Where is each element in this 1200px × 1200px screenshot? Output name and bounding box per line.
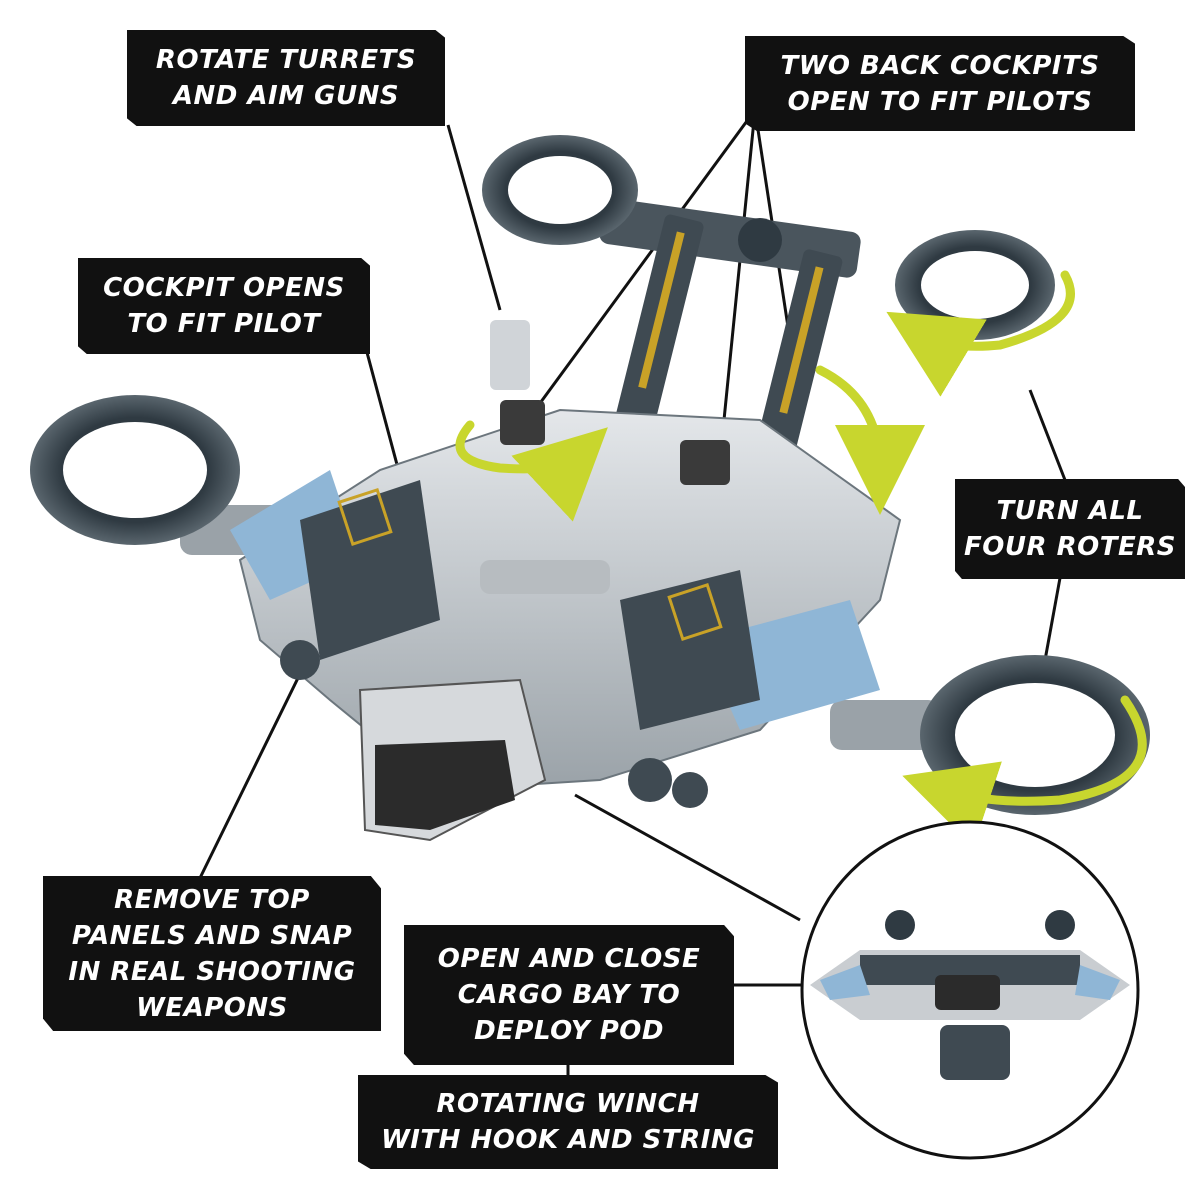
callout-line: TWO BACK COCKPITS xyxy=(780,50,1100,81)
callout-cargo-bay: OPEN AND CLOSE CARGO BAY TO DEPLOY POD xyxy=(404,925,734,1065)
back-rotor-assembly xyxy=(599,198,861,451)
ship-hull xyxy=(230,320,902,842)
callout-line: COCKPIT OPENS xyxy=(103,273,345,303)
callout-line: TURN ALL xyxy=(996,496,1144,526)
callout-line: PANELS AND SNAP xyxy=(71,920,353,951)
callout-line: IN REAL SHOOTING xyxy=(68,956,356,987)
callout-line: WEAPONS xyxy=(136,992,288,1023)
callout-line: AND AIM GUNS xyxy=(172,81,400,111)
callout-line: ROTATE TURRETS xyxy=(155,45,417,75)
rotor-back-left xyxy=(482,135,638,245)
callout-rotate-turrets: ROTATE TURRETS AND AIM GUNS xyxy=(127,30,445,126)
callout-winch: ROTATING WINCH WITH HOOK AND STRING xyxy=(358,1075,778,1169)
callout-cockpit-opens: COCKPIT OPENS TO FIT PILOT xyxy=(78,258,370,354)
callout-line: ROTATING WINCH xyxy=(436,1089,700,1119)
callout-line: DEPLOY POD xyxy=(474,1016,664,1046)
callout-line: REMOVE TOP xyxy=(114,884,310,915)
callout-line: TO FIT PILOT xyxy=(127,309,321,339)
callout-line: FOUR ROTERS xyxy=(964,532,1176,562)
callout-line: OPEN AND CLOSE xyxy=(437,944,701,974)
rotor-back-right xyxy=(895,230,1055,340)
callout-back-cockpits: TWO BACK COCKPITS OPEN TO FIT PILOTS xyxy=(745,36,1135,131)
callout-line: OPEN TO FIT PILOTS xyxy=(787,86,1093,117)
callout-line: CARGO BAY TO xyxy=(457,980,681,1010)
callout-top-panels: REMOVE TOP PANELS AND SNAP IN REAL SHOOT… xyxy=(43,876,381,1031)
callout-line: WITH HOOK AND STRING xyxy=(381,1125,755,1155)
curved-double-arrow-icon xyxy=(455,270,1147,847)
inset-detail-view xyxy=(800,820,1140,1160)
callout-turn-roters: TURN ALL FOUR ROTERS xyxy=(955,479,1185,579)
